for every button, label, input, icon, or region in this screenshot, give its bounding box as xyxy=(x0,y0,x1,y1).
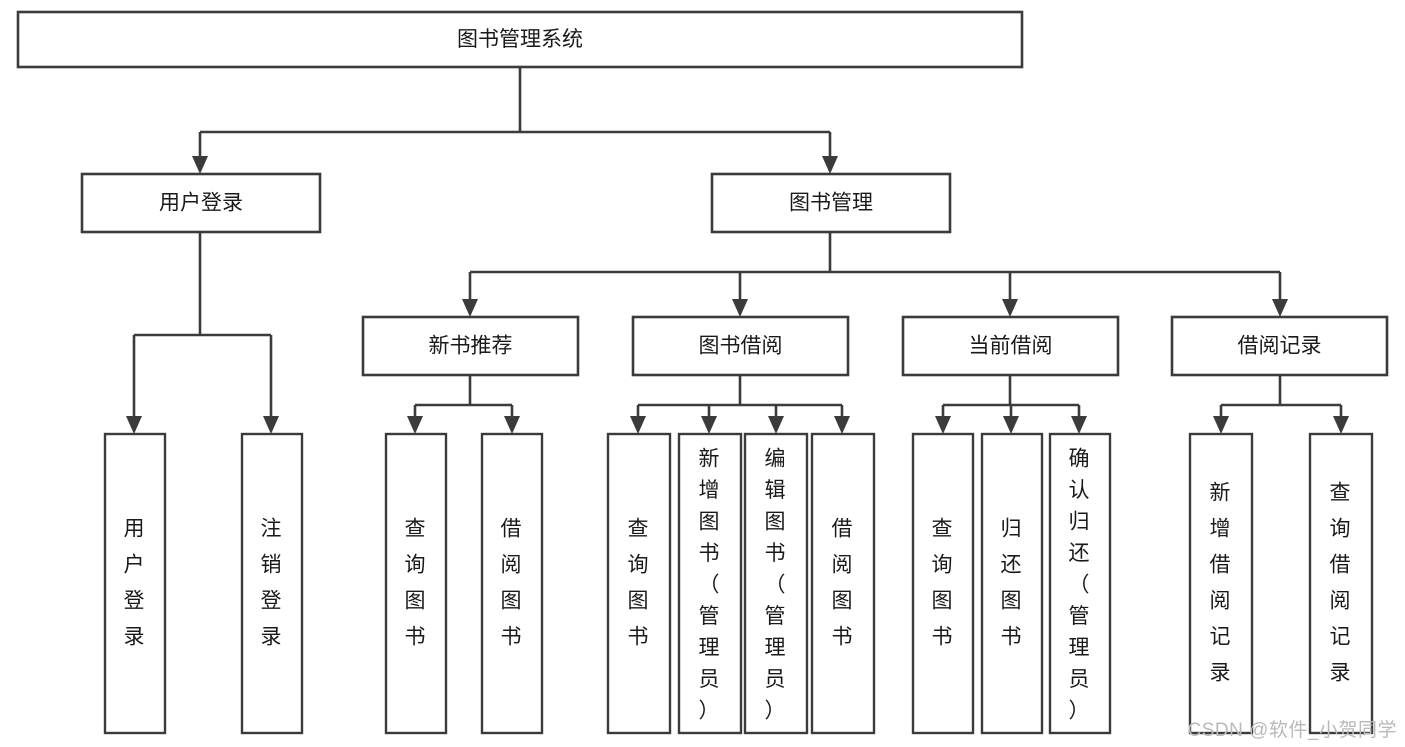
node-leaf-borrow-book-2-label: 借阅图书 xyxy=(832,517,855,648)
node-borrow-record-label: 借阅记录 xyxy=(1238,335,1322,358)
arrow-head-icon xyxy=(407,416,423,434)
node-leaf-return-book-box[interactable] xyxy=(980,432,1044,735)
node-root-box[interactable] xyxy=(16,10,1024,69)
node-leaf-user-logout-box[interactable] xyxy=(240,432,304,735)
arrow-head-icon xyxy=(834,416,850,434)
node-leaf-edit-book[interactable]: 编辑图书（管理员） xyxy=(743,432,809,735)
node-leaf-query-book-3[interactable]: 查询图书 xyxy=(911,432,975,735)
node-leaf-borrow-book-1-box[interactable] xyxy=(480,432,544,735)
node-leaf-query-book-2[interactable]: 查询图书 xyxy=(606,432,672,735)
arrow-head-icon xyxy=(1071,416,1087,434)
node-leaf-add-book-box[interactable] xyxy=(677,432,743,735)
node-root[interactable]: 图书管理系统 xyxy=(16,10,1024,69)
node-new-book-recommend-label: 新书推荐 xyxy=(429,335,513,358)
node-leaf-user-logout[interactable]: 注销登录 xyxy=(240,432,304,735)
node-book-borrow-box[interactable] xyxy=(631,315,850,377)
arrow-head-icon xyxy=(822,156,838,174)
arrow-head-icon xyxy=(126,416,142,434)
arrow-head-icon xyxy=(462,299,478,317)
node-leaf-query-book-3-box[interactable] xyxy=(911,432,975,735)
edge-new-book-recommend-to-leaves xyxy=(407,375,520,434)
node-user-login-box[interactable] xyxy=(80,172,322,234)
node-leaf-add-record[interactable]: 新增借阅记录 xyxy=(1188,432,1254,735)
edge-borrow-record-to-leaves xyxy=(1213,375,1349,434)
node-leaf-borrow-book-1-label: 借阅图书 xyxy=(501,517,524,648)
arrow-head-icon xyxy=(192,156,208,174)
node-book-manage-label: 图书管理 xyxy=(789,192,873,215)
node-leaf-user-login[interactable]: 用户登录 xyxy=(103,432,167,735)
arrow-head-icon xyxy=(1333,416,1349,434)
node-leaf-query-book-1[interactable]: 查询图书 xyxy=(384,432,448,735)
edge-root-to-level2 xyxy=(192,67,838,174)
node-leaf-query-record[interactable]: 查询借阅记录 xyxy=(1308,432,1374,735)
node-leaf-edit-book-label: 编辑图书（管理员） xyxy=(765,447,788,722)
node-borrow-record-box[interactable] xyxy=(1170,315,1389,377)
node-leaf-query-record-box[interactable] xyxy=(1308,432,1374,735)
node-book-borrow[interactable]: 图书借阅 xyxy=(631,315,850,377)
node-leaf-user-login-label: 用户登录 xyxy=(124,517,147,648)
node-layer: 图书管理系统用户登录图书管理新书推荐图书借阅当前借阅借阅记录用户登录注销登录查询… xyxy=(16,10,1389,735)
node-leaf-borrow-book-2[interactable]: 借阅图书 xyxy=(810,432,876,735)
arrow-head-icon xyxy=(701,416,717,434)
node-leaf-confirm-return-label: 确认归还（管理员） xyxy=(1069,447,1092,722)
node-leaf-query-record-label: 查询借阅记录 xyxy=(1330,481,1353,684)
edge-current-borrow-to-leaves xyxy=(935,375,1087,434)
arrow-head-icon xyxy=(1213,416,1229,434)
node-leaf-add-book[interactable]: 新增图书（管理员） xyxy=(677,432,743,735)
edge-book-manage-to-level3 xyxy=(462,232,1288,317)
node-leaf-add-book-label: 新增图书（管理员） xyxy=(699,447,722,722)
node-new-book-recommend[interactable]: 新书推荐 xyxy=(361,315,580,377)
arrow-head-icon xyxy=(732,299,748,317)
node-leaf-add-record-label: 新增借阅记录 xyxy=(1210,481,1233,684)
node-leaf-query-book-3-label: 查询图书 xyxy=(932,517,955,648)
arrow-head-icon xyxy=(263,416,279,434)
edge-book-borrow-to-leaves xyxy=(630,375,850,434)
arrow-head-icon xyxy=(1272,299,1288,317)
node-leaf-query-book-1-label: 查询图书 xyxy=(405,517,428,648)
node-leaf-query-book-2-label: 查询图书 xyxy=(628,517,651,648)
arrow-head-icon xyxy=(504,416,520,434)
arrow-head-icon xyxy=(1003,416,1019,434)
node-leaf-borrow-book-1[interactable]: 借阅图书 xyxy=(480,432,544,735)
node-book-manage[interactable]: 图书管理 xyxy=(710,172,952,234)
node-current-borrow[interactable]: 当前借阅 xyxy=(901,315,1120,377)
node-book-manage-box[interactable] xyxy=(710,172,952,234)
edge-user-login-to-leaves xyxy=(126,232,279,434)
node-leaf-return-book[interactable]: 归还图书 xyxy=(980,432,1044,735)
arrow-head-icon xyxy=(630,416,646,434)
node-leaf-query-book-2-box[interactable] xyxy=(606,432,672,735)
arrow-head-icon xyxy=(1002,299,1018,317)
arrow-head-icon xyxy=(768,416,784,434)
node-user-login-label: 用户登录 xyxy=(159,192,243,215)
node-leaf-confirm-return[interactable]: 确认归还（管理员） xyxy=(1048,432,1112,735)
node-leaf-user-logout-label: 注销登录 xyxy=(261,517,284,648)
node-current-borrow-label: 当前借阅 xyxy=(969,335,1053,358)
node-current-borrow-box[interactable] xyxy=(901,315,1120,377)
node-leaf-edit-book-box[interactable] xyxy=(743,432,809,735)
node-user-login[interactable]: 用户登录 xyxy=(80,172,322,234)
connector-layer xyxy=(126,67,1349,434)
node-leaf-borrow-book-2-box[interactable] xyxy=(810,432,876,735)
node-root-label: 图书管理系统 xyxy=(457,28,583,51)
node-leaf-add-record-box[interactable] xyxy=(1188,432,1254,735)
node-new-book-recommend-box[interactable] xyxy=(361,315,580,377)
arrow-head-icon xyxy=(935,416,951,434)
node-book-borrow-label: 图书借阅 xyxy=(699,335,783,358)
node-leaf-query-book-1-box[interactable] xyxy=(384,432,448,735)
node-leaf-user-login-box[interactable] xyxy=(103,432,167,735)
node-leaf-return-book-label: 归还图书 xyxy=(1001,517,1024,648)
node-leaf-confirm-return-box[interactable] xyxy=(1048,432,1112,735)
node-borrow-record[interactable]: 借阅记录 xyxy=(1170,315,1389,377)
